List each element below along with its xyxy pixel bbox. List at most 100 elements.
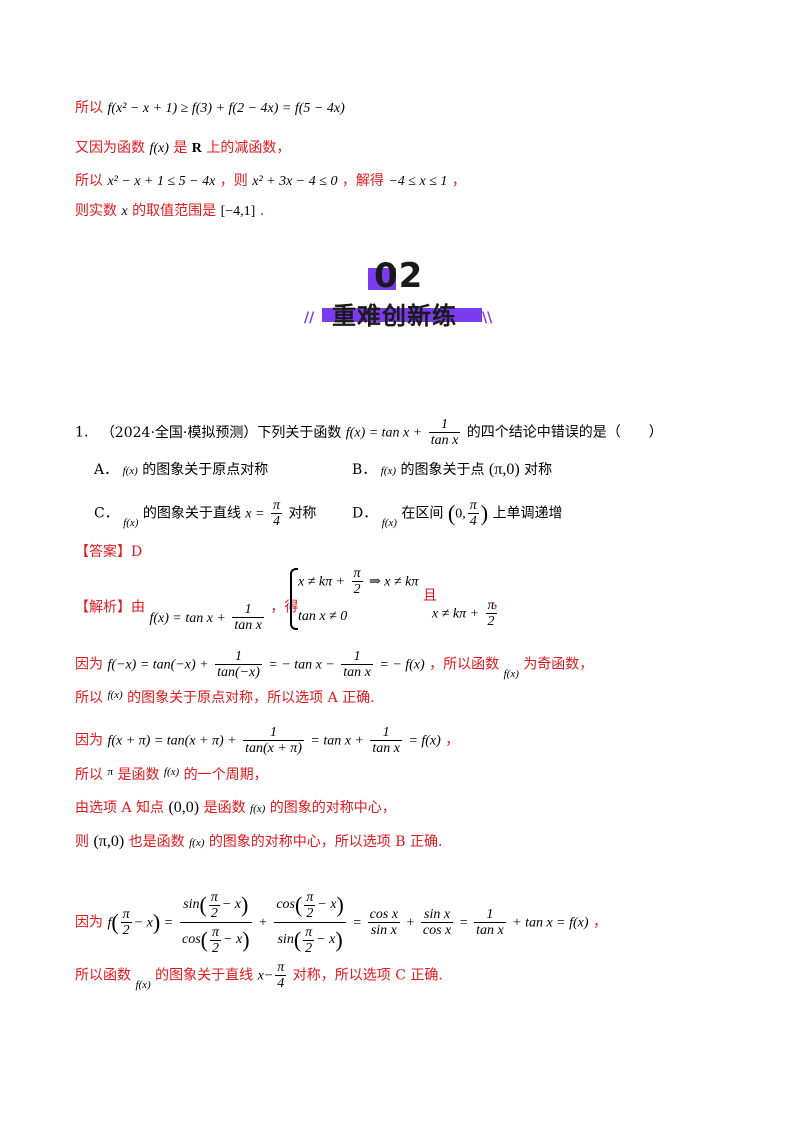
text: 所以: [75, 173, 103, 189]
math: f(x + π) = tan(x + π) +: [107, 733, 237, 749]
option-a[interactable]: A． f(x) 的图象关于原点对称: [94, 460, 268, 481]
math: x ≠ kπ +: [298, 574, 346, 590]
analysis-6: 由选项 A 知点 (0,0) 是函数 f(x) 的图象的对称中心，: [75, 798, 396, 819]
option-text: 对称: [524, 462, 553, 478]
text: 因为: [75, 732, 103, 749]
line-4: 则实数 x 的取值范围是 [−4,1] .: [75, 201, 264, 222]
math-point: (π,0): [93, 833, 125, 850]
math: = − f(x): [379, 657, 425, 673]
text: 所以: [75, 767, 103, 783]
math-point: (0,0): [168, 799, 200, 816]
question-tail: 的四个结论中错误的是（ ）: [466, 424, 663, 441]
math: + tan x = f(x): [512, 915, 589, 931]
math-x: x: [121, 204, 128, 219]
math: ⇒ x ≠ kπ: [369, 574, 419, 590]
text: 由: [131, 599, 145, 616]
text: 的一个周期，: [183, 767, 268, 783]
math-2: x² + 3x − 4 ≤ 0: [252, 174, 338, 189]
left-deco: //: [304, 310, 315, 326]
math-f: f: [107, 915, 112, 931]
text: 对称，所以选项 C 正确.: [292, 967, 443, 984]
title-underline: [322, 308, 482, 322]
math-range: [−4,1]: [220, 204, 256, 219]
math: = tan x +: [310, 733, 364, 749]
text: 是函数: [117, 767, 160, 783]
math-x: x−: [257, 968, 274, 984]
text: ，解得: [341, 173, 384, 189]
text: 因为: [75, 914, 103, 931]
math-fx: f(x): [123, 516, 139, 529]
math-fx: f(x) = tan x +: [149, 610, 226, 626]
option-text: 的图象关于原点对称: [142, 462, 269, 478]
text: .: [259, 203, 265, 219]
answer-line: 【答案】D: [75, 542, 142, 562]
text: ，则: [219, 173, 248, 189]
option-label: C．: [94, 505, 119, 522]
text: 所以: [75, 690, 103, 706]
math-1: x² − x + 1 ≤ 5 − 4x: [107, 174, 216, 189]
math-3: −4 ≤ x ≤ 1: [388, 174, 448, 189]
text: 因为: [75, 656, 103, 673]
option-text: 在区间: [401, 505, 444, 522]
math: = − tan x −: [268, 657, 335, 673]
answer-label: 【答案】: [75, 544, 131, 560]
math: tan x ≠ 0: [298, 609, 348, 624]
line-2: 又因为函数 f(x) 是 R 上的减函数，: [75, 138, 290, 159]
text: ，: [593, 914, 608, 931]
text: 的图象的对称中心，: [269, 800, 396, 816]
brace: [290, 568, 298, 630]
math-fx: f(x): [381, 516, 397, 529]
analysis-label: 【解析】: [75, 599, 131, 616]
line-1: 所以 f(x² − x + 1) ≥ f(3) + f(2 − 4x) = f(…: [75, 98, 345, 119]
option-text: 对称: [288, 505, 317, 522]
option-text: 的图象关于直线: [142, 505, 241, 522]
math-R: R: [191, 141, 202, 156]
math: = f(x): [408, 733, 441, 749]
text: ，所以函数: [429, 656, 500, 673]
question-number: 1.: [75, 424, 89, 441]
analysis-1-comma: ，: [492, 594, 506, 614]
text: 为奇函数，: [523, 656, 594, 673]
text: 且: [422, 587, 437, 604]
math-fx: f(x): [163, 766, 180, 778]
badge-accent: [368, 268, 396, 290]
text: 是: [173, 140, 188, 156]
text: 的图象关于原点对称，所以选项 A 正确.: [127, 690, 375, 706]
math: x ≠ kπ +: [432, 606, 480, 622]
text: ，: [445, 732, 460, 749]
option-b[interactable]: B． f(x) 的图象关于点 (π,0) 对称: [352, 460, 552, 481]
text: 的图象关于直线: [155, 967, 254, 984]
math-fx: f(x): [189, 837, 205, 849]
option-label: A．: [94, 462, 119, 478]
math-fx: f(x): [135, 978, 151, 991]
text: 又因为函数: [75, 140, 145, 156]
section-badge: 02 // 重难创新练 \\: [300, 256, 500, 338]
analysis-3: 所以 f(x) 的图象关于原点对称，所以选项 A 正确.: [75, 688, 375, 709]
system-line-2: tan x ≠ 0: [298, 606, 347, 627]
math: f(−x) = tan(−x) +: [107, 657, 209, 673]
math-interval: 0,: [455, 506, 466, 522]
math-fx: f(x): [250, 803, 266, 815]
math-fx: f(x): [503, 667, 519, 680]
math-fx: f(x): [107, 689, 123, 701]
